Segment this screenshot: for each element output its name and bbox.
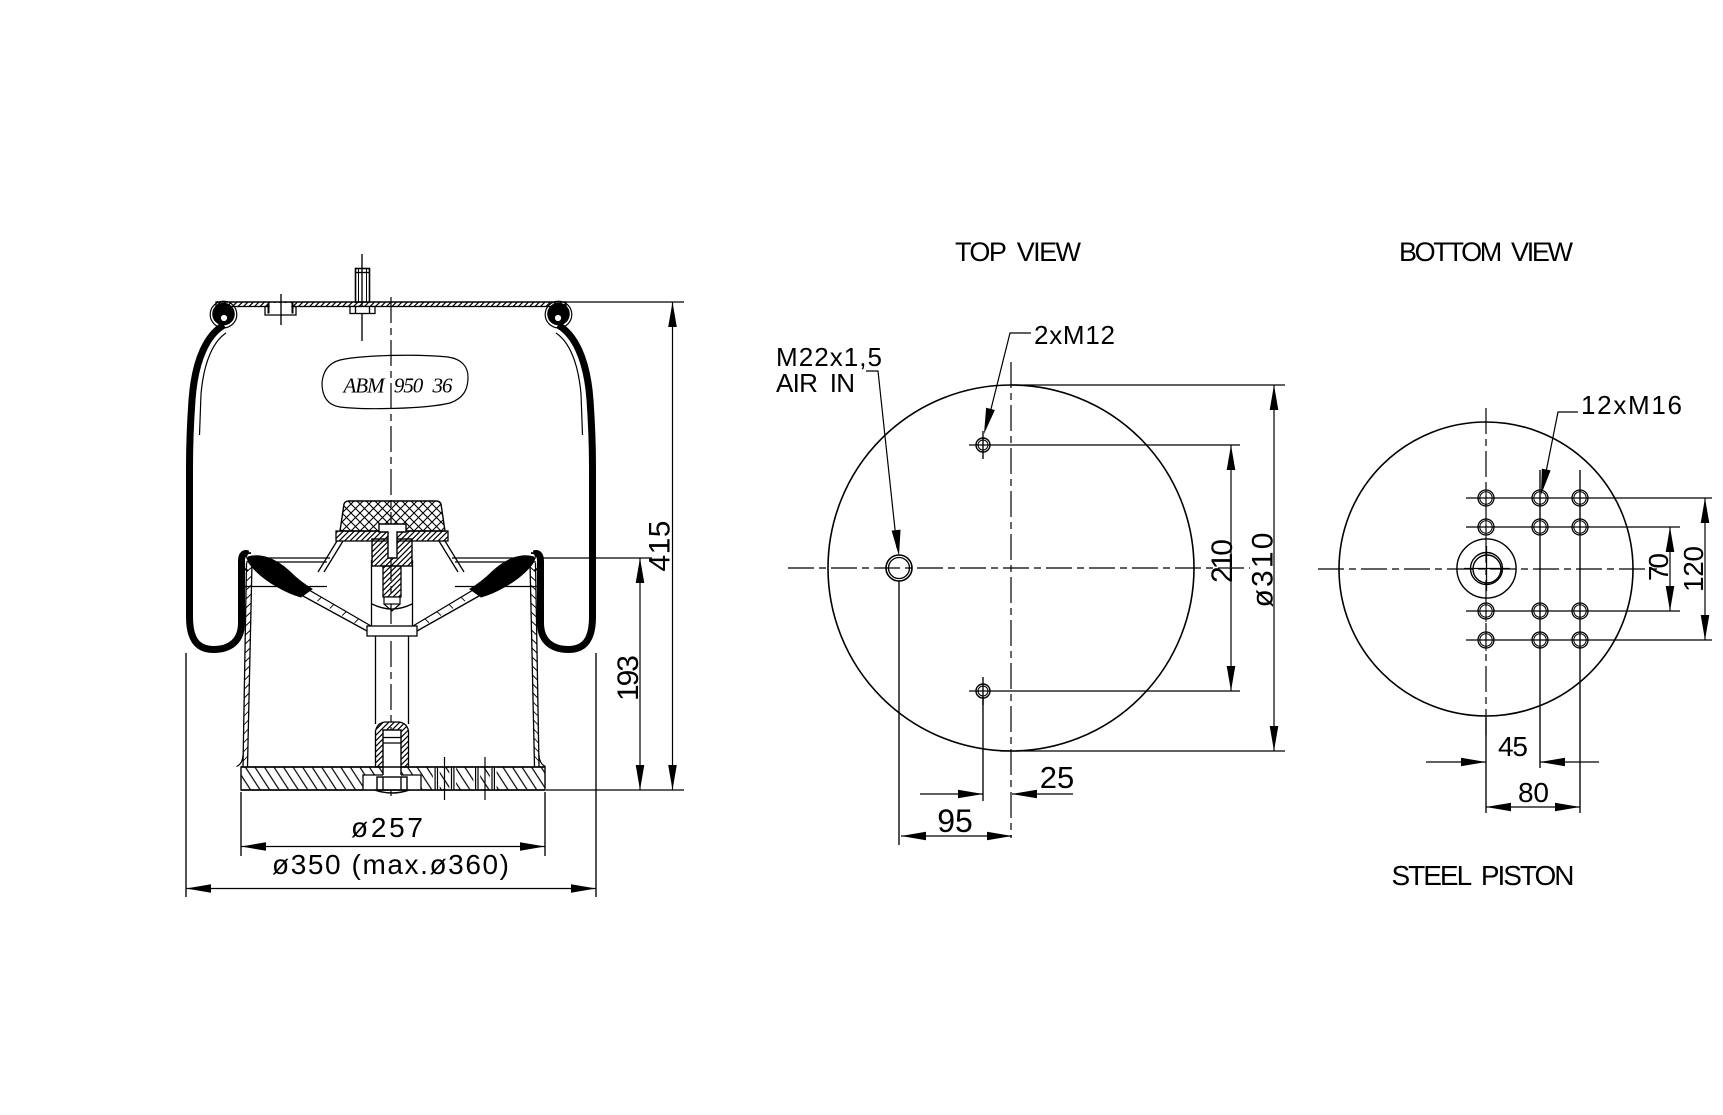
svg-text:210: 210 — [1206, 539, 1239, 583]
svg-text:45: 45 — [1498, 731, 1528, 762]
svg-text:ø350 (max.ø360): ø350 (max.ø360) — [272, 849, 509, 880]
svg-text:80: 80 — [1518, 777, 1549, 808]
svg-text:25: 25 — [1040, 760, 1074, 795]
svg-text:TOP VIEW: TOP VIEW — [955, 237, 1082, 267]
svg-text:120: 120 — [1678, 546, 1709, 592]
svg-text:STEEL PISTON: STEEL PISTON — [1392, 860, 1575, 891]
svg-text:M22x1,5: M22x1,5 — [776, 342, 882, 372]
svg-text:193: 193 — [612, 655, 645, 701]
svg-text:95: 95 — [937, 803, 973, 839]
svg-text:AIR IN: AIR IN — [776, 368, 855, 398]
svg-text:ABM 950 36: ABM 950 36 — [342, 374, 454, 398]
svg-text:415: 415 — [644, 521, 677, 572]
svg-text:12xM16: 12xM16 — [1581, 390, 1682, 420]
svg-text:70: 70 — [1643, 553, 1674, 581]
svg-text:BOTTOM VIEW: BOTTOM VIEW — [1399, 237, 1574, 267]
svg-text:2xM12: 2xM12 — [1034, 320, 1115, 350]
